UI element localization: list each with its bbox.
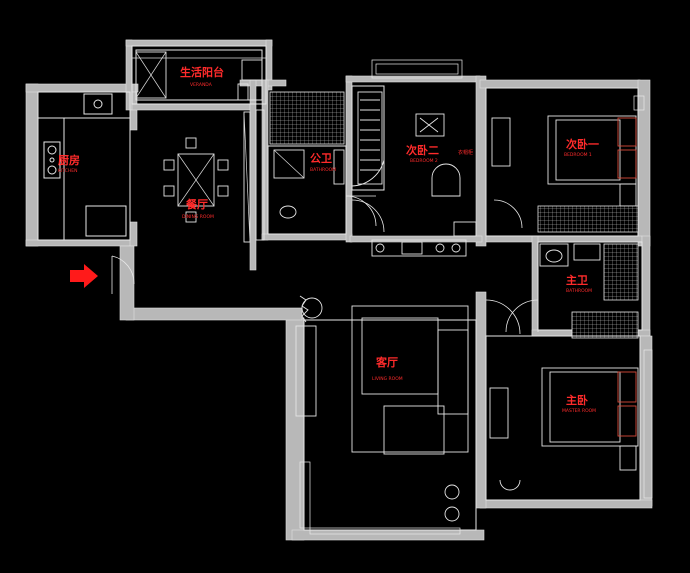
bedroom-2 xyxy=(351,59,477,257)
master-bath-sublabel: BATHROOM xyxy=(566,288,592,294)
master-bath-label: 主卫 xyxy=(566,273,588,287)
dining-room xyxy=(163,111,251,243)
walls xyxy=(25,39,653,541)
dining-sublabel: DINING ROOM xyxy=(182,214,214,220)
bedroom2-note: 衣帽柜 xyxy=(458,149,473,156)
public-bath xyxy=(267,145,377,235)
dining-label: 餐厅 xyxy=(185,197,208,211)
bedroom-1 xyxy=(485,87,645,237)
balcony xyxy=(131,45,267,105)
kitchen xyxy=(37,91,131,241)
master-label: 主卧 xyxy=(566,393,588,407)
balcony-label: 生活阳台 xyxy=(180,65,224,79)
kitchen-label: 厨房 xyxy=(58,153,80,167)
bedroom2-label: 次卧二 xyxy=(406,143,439,157)
bedroom1-sublabel: BEDROOM 1 xyxy=(564,152,592,158)
master-bedroom xyxy=(485,299,653,501)
balcony-sublabel: VERANDA xyxy=(190,82,213,88)
entrance-arrow-icon xyxy=(70,264,98,288)
bedroom2-sublabel: BEDROOM 2 xyxy=(410,158,438,164)
master-bath xyxy=(505,241,643,339)
master-sublabel: MASTER ROOM xyxy=(562,408,596,414)
kitchen-sublabel: KITCHEN xyxy=(58,168,78,174)
public-bath-label: 公卫 xyxy=(310,152,332,165)
bedroom1-label: 次卧一 xyxy=(566,137,599,151)
living-sublabel: LIVING ROOM xyxy=(372,376,403,382)
entrance-door xyxy=(111,255,135,294)
living-label: 客厅 xyxy=(375,355,398,369)
public-bath-sublabel: BATHROOM xyxy=(310,167,336,173)
hallway-cabinet xyxy=(255,91,345,241)
living-room xyxy=(295,295,477,535)
